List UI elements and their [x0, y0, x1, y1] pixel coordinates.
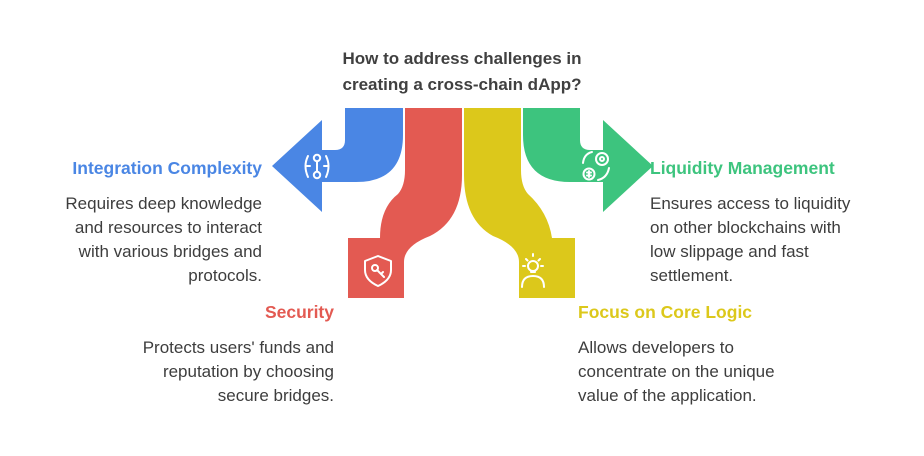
liquidity-description: Ensures access to liquidity on other blo…: [650, 192, 910, 288]
core-logic-line-2: concentrate on the unique: [578, 362, 775, 381]
coins-cycle-icon: [582, 151, 610, 181]
lightbulb-person-icon: [521, 253, 545, 288]
security-description: Protects users' funds and reputation by …: [84, 336, 334, 408]
shield-key-icon: [364, 255, 392, 287]
integration-arrow: [272, 108, 403, 212]
integration-heading: Integration Complexity: [72, 158, 262, 178]
core-logic-line-3: value of the application.: [578, 386, 757, 405]
integration-line-1: Requires deep knowledge: [65, 194, 262, 213]
integration-line-4: protocols.: [188, 266, 262, 285]
network-nodes-icon: [304, 153, 330, 180]
security-line-2: reputation by choosing: [162, 362, 334, 381]
title-line-2: creating a cross-chain dApp?: [342, 75, 582, 94]
liquidity-line-3: low slippage and fast: [650, 242, 809, 261]
security-heading: Security: [264, 302, 334, 322]
diagram-title: How to address challenges in creating a …: [262, 46, 662, 98]
title-line-1: How to address challenges in: [342, 49, 582, 68]
integration-line-3: with various bridges and: [78, 242, 262, 261]
liquidity-heading: Liquidity Management: [650, 158, 835, 178]
core-logic-arrow: [464, 108, 575, 298]
security-line-1: Protects users' funds and: [142, 338, 334, 357]
integration-line-2: and resources to interact: [74, 218, 262, 237]
security-line-3: secure bridges.: [217, 386, 334, 405]
core-logic-description: Allows developers to concentrate on the …: [578, 336, 838, 408]
core-logic-line-1: Allows developers to: [578, 338, 734, 357]
liquidity-line-4: settlement.: [650, 266, 734, 285]
liquidity-line-1: Ensures access to liquidity: [650, 194, 851, 213]
integration-description: Requires deep knowledge and resources to…: [20, 192, 262, 288]
security-arrow: [348, 108, 462, 298]
core-logic-heading: Focus on Core Logic: [578, 302, 753, 322]
liquidity-line-2: on other blockchains with: [650, 218, 841, 237]
liquidity-arrow: [523, 108, 653, 212]
